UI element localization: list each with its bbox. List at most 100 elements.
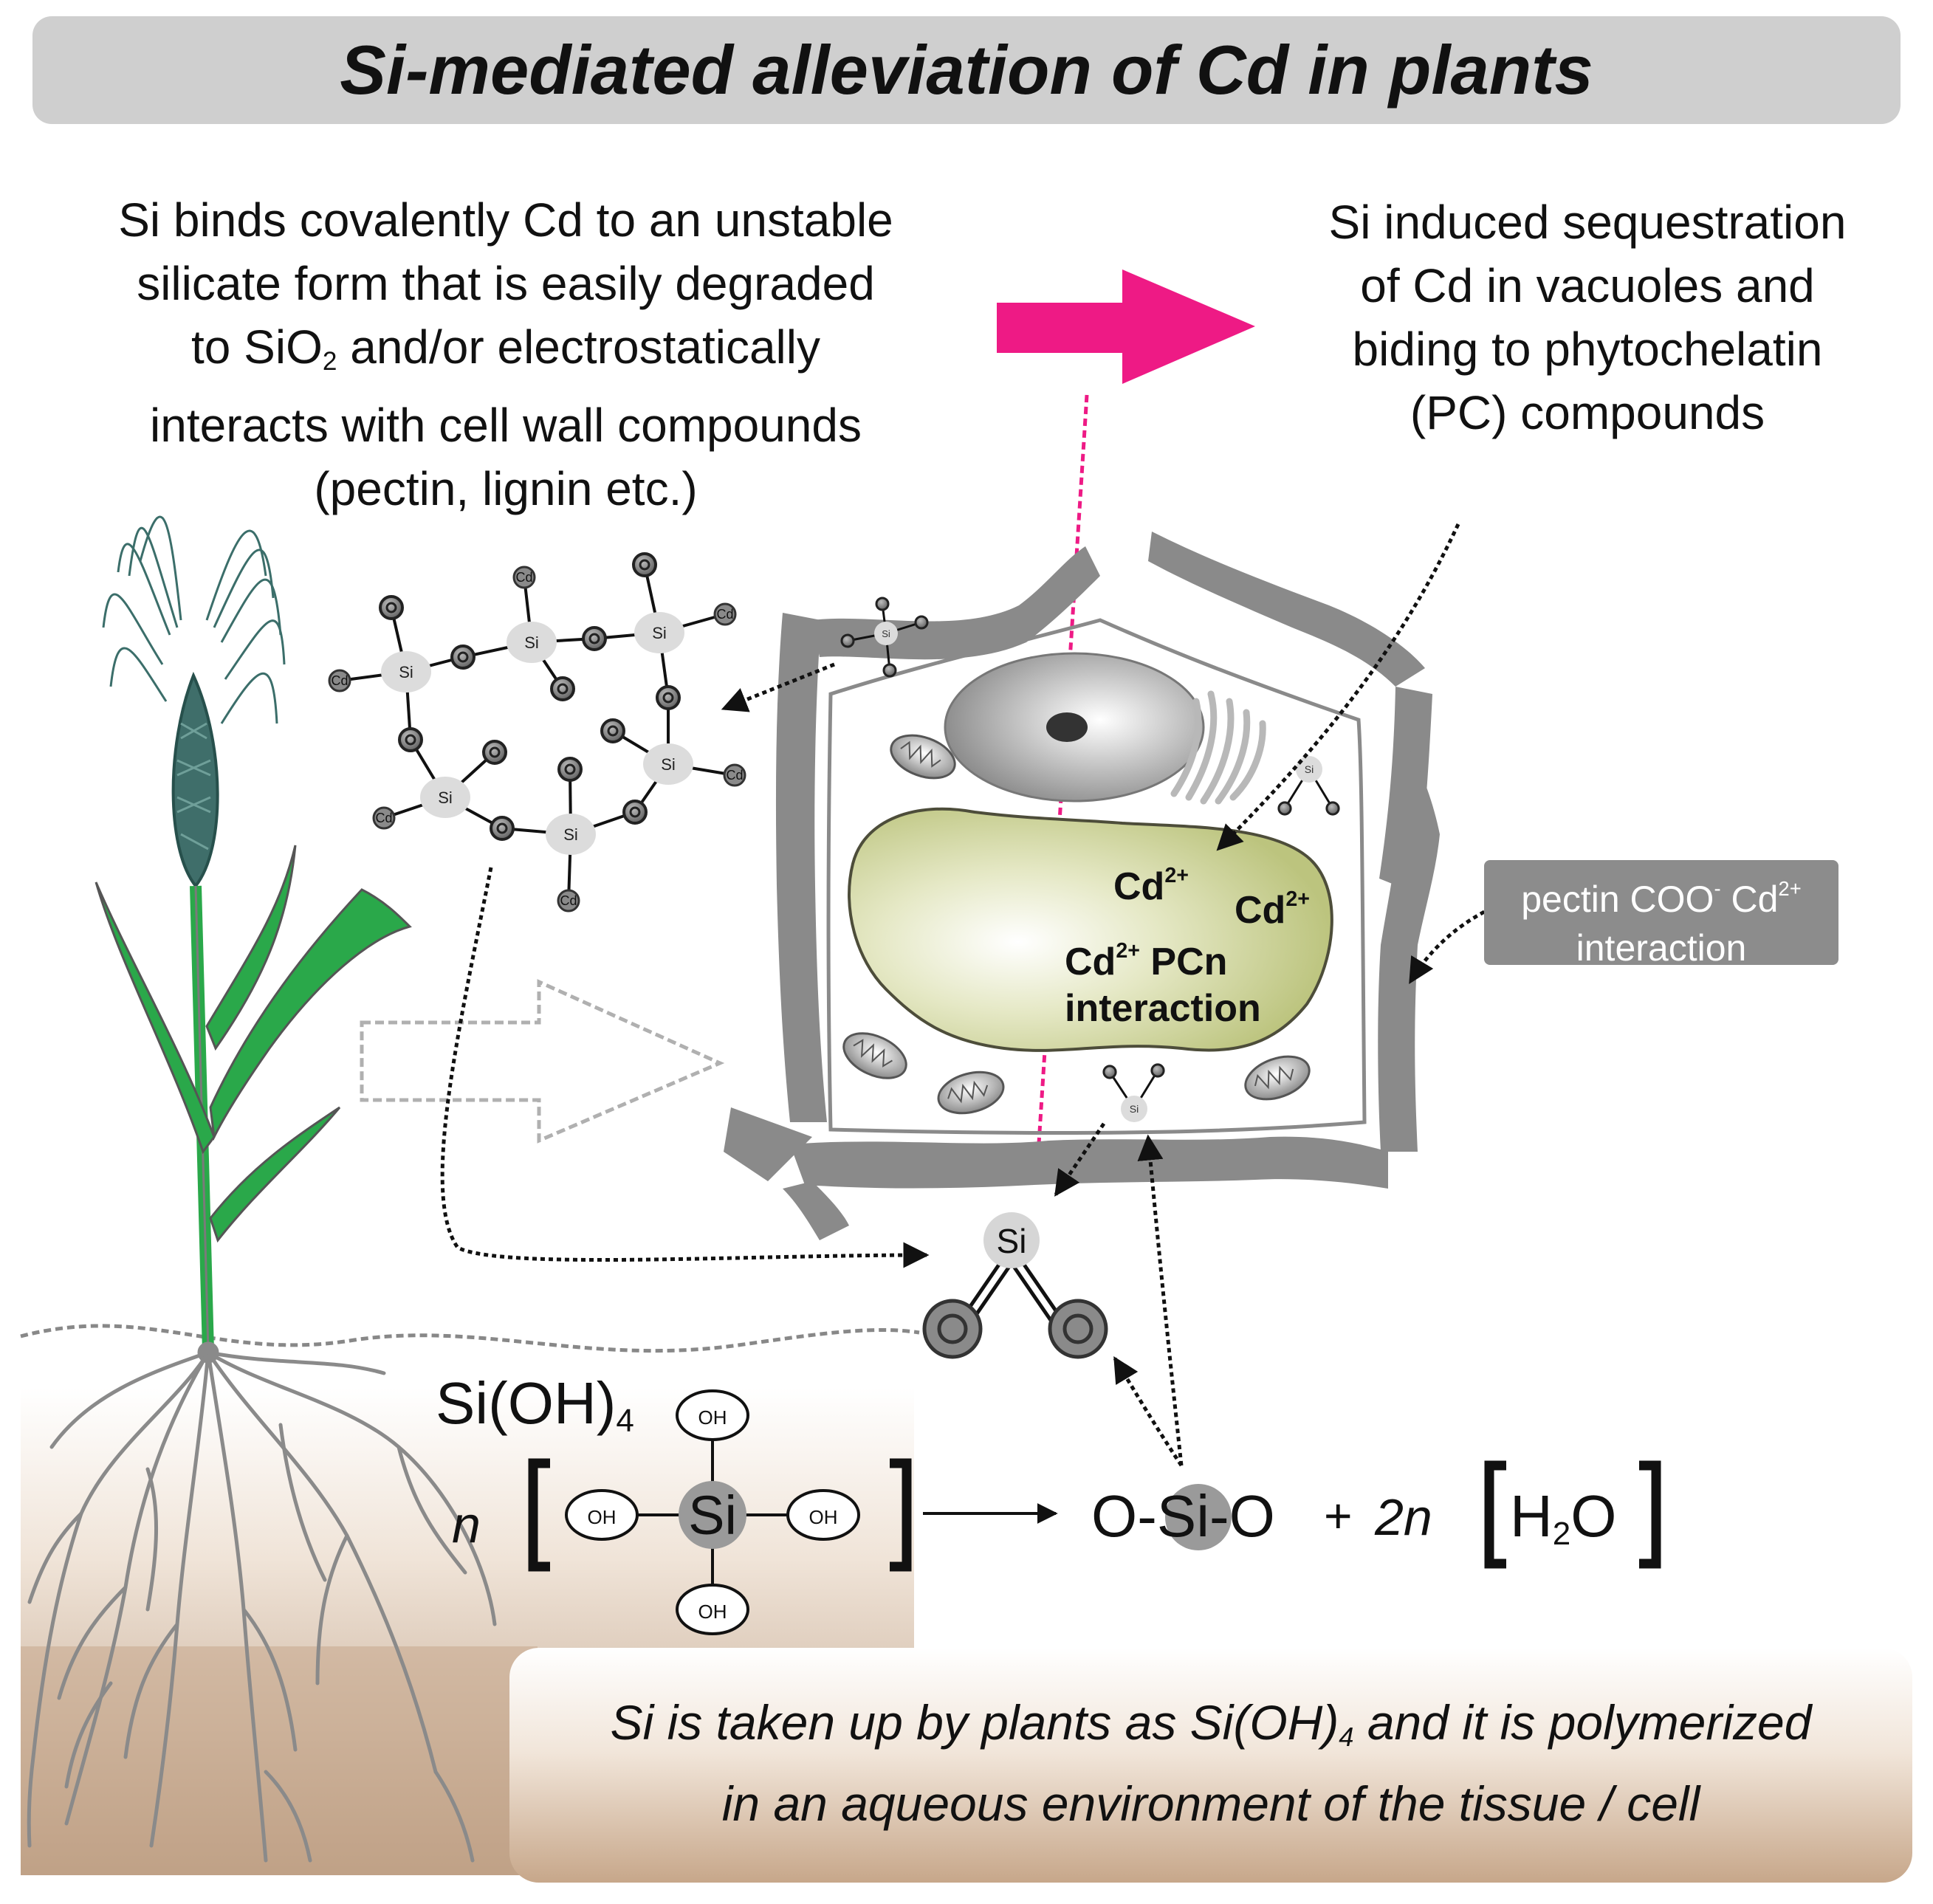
- o-atom: [490, 816, 515, 841]
- oh-group: [676, 1389, 749, 1441]
- o-atom: [1102, 1065, 1117, 1079]
- reaction-product: O-Si-O: [1091, 1482, 1275, 1550]
- charge: 2+: [1778, 877, 1802, 900]
- pcn-label: PCn: [1139, 940, 1228, 983]
- plus-sign: +: [1324, 1488, 1353, 1543]
- o-atom: [922, 1299, 983, 1359]
- left-text-fragment: and/or electrostatically: [337, 320, 820, 374]
- o-atom-ring: [457, 651, 469, 663]
- o-atom: [622, 800, 648, 825]
- product-text: Si: [1156, 1483, 1210, 1549]
- cd-label: Cd: [1113, 865, 1165, 908]
- o-atom: [582, 626, 607, 651]
- pectin-text: pectin COO: [1521, 879, 1714, 920]
- cd-atom-label: Cd: [375, 811, 392, 825]
- dotted-arrows: [440, 523, 1493, 1467]
- oh-group: [786, 1489, 860, 1541]
- si-atom: [420, 777, 470, 818]
- formula-text: H: [1510, 1483, 1553, 1549]
- si-atom-label: Si: [524, 633, 539, 652]
- si-atom: [381, 651, 431, 692]
- charge: -: [1714, 877, 1721, 900]
- note-text: Si is taken up by plants as Si(OH): [610, 1695, 1339, 1750]
- mitochondrion-icon: [842, 734, 1311, 1115]
- o-atom: [875, 597, 890, 611]
- o-atom: [1277, 801, 1292, 816]
- roots-icon: [27, 1341, 497, 1863]
- sequestration-description: Si induced sequestration of Cd in vacuol…: [1255, 190, 1920, 444]
- product-text: -O: [1209, 1483, 1275, 1549]
- right-text-line: of Cd in vacuoles and: [1360, 259, 1815, 312]
- o-atom: [632, 552, 657, 577]
- si-atom: [1296, 756, 1322, 783]
- cd-label: Cd: [1065, 940, 1116, 983]
- cd-atom: [723, 763, 746, 787]
- charge: 2+: [1164, 864, 1189, 887]
- o-atom: [914, 615, 929, 630]
- o-atom-ring: [489, 746, 501, 758]
- nucleus-icon: [944, 652, 1205, 803]
- o-atom-ring: [607, 725, 619, 737]
- oh-label: OH: [809, 1506, 838, 1528]
- si-atom-label: Si: [1305, 763, 1314, 775]
- si-atom: [983, 1212, 1040, 1268]
- o-atom-ring: [662, 692, 674, 704]
- oh-label: OH: [588, 1506, 617, 1528]
- cd-atom: [328, 669, 351, 692]
- charge: 2+: [1116, 939, 1140, 963]
- left-text-line: Si binds covalently Cd to an unstable: [118, 193, 893, 247]
- si-atom: [546, 814, 596, 855]
- formula-text: Si(OH): [436, 1370, 617, 1436]
- oh-group: [676, 1584, 749, 1635]
- si-atom-label: Si: [1130, 1103, 1139, 1115]
- o-atom: [600, 718, 625, 743]
- left-text-line: silicate form that is easily degraded: [137, 257, 875, 310]
- o-atom: [840, 633, 855, 648]
- covalent-binding-description: Si binds covalently Cd to an unstable si…: [30, 188, 982, 520]
- o-atom: [1150, 1063, 1165, 1078]
- o-atom-ring: [629, 806, 641, 818]
- subscript: 4: [1339, 1722, 1354, 1753]
- vacuole-cd-ion: Cd2+: [1113, 864, 1189, 909]
- right-text-line: Si induced sequestration: [1328, 196, 1847, 249]
- interaction-label: interaction: [1065, 987, 1261, 1030]
- o-atom-ring: [385, 602, 397, 614]
- o-atom: [398, 727, 423, 752]
- cell-membrane: [826, 618, 1367, 1135]
- left-text-line: interacts with cell wall compounds: [150, 398, 862, 452]
- subscript: 2: [1552, 1516, 1571, 1552]
- cd-atom: [557, 889, 580, 913]
- page-title: Si-mediated alleviation of Cd in plants: [340, 31, 1593, 109]
- note-line: Si is taken up by plants as Si(OH)4 and …: [517, 1689, 1905, 1770]
- o-atom: [1048, 1299, 1108, 1359]
- oh-group: [565, 1489, 639, 1541]
- o-atom: [379, 595, 404, 620]
- subscript: 2: [322, 346, 337, 376]
- cd-atom: [372, 806, 396, 830]
- two-n-coefficient: 2n: [1375, 1488, 1432, 1546]
- o-atom: [882, 663, 897, 678]
- formula-text: O: [1570, 1483, 1617, 1549]
- product-text: O-: [1091, 1483, 1157, 1549]
- o-atom-ring: [588, 633, 600, 645]
- magenta-right-arrow-icon: [997, 269, 1255, 384]
- o-atom-ring: [557, 683, 569, 695]
- o-atom-ring: [564, 763, 576, 775]
- plant-icon: [95, 515, 412, 1352]
- cd-atom-label: Cd: [726, 768, 743, 783]
- pectin-text: Cd: [1720, 879, 1779, 920]
- o-atom: [656, 685, 681, 710]
- o-atom: [550, 676, 575, 701]
- uptake-note: Si is taken up by plants as Si(OH)4 and …: [517, 1689, 1905, 1837]
- left-text-line: to SiO2 and/or electrostatically: [30, 315, 982, 393]
- si-atom: [507, 622, 557, 663]
- cd-atom: [713, 602, 737, 626]
- si-atom-label: Si: [438, 788, 453, 807]
- oh-label: OH: [698, 1406, 727, 1429]
- o-atom: [482, 740, 507, 765]
- uptake-note-box: [509, 1648, 1912, 1883]
- o-atom: [450, 645, 475, 670]
- oh-label: OH: [698, 1601, 727, 1623]
